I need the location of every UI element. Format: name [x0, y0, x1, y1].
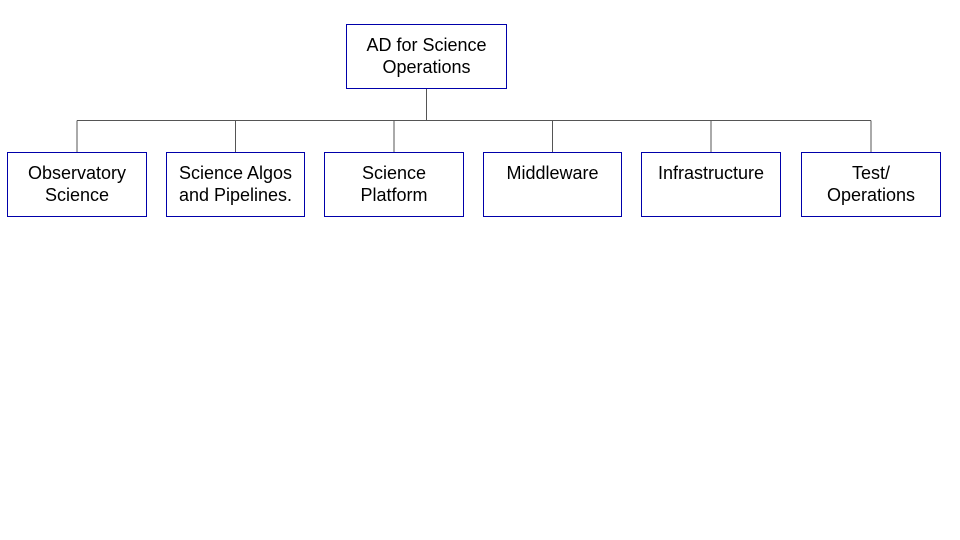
child-node-test-operations: Test/ Operations: [801, 152, 941, 217]
child-node-science-platform: Science Platform: [324, 152, 464, 217]
child-node-observatory-science: Observatory Science: [7, 152, 147, 217]
child-node-science-algos-pipelines: Science Algos and Pipelines.: [166, 152, 305, 217]
child-node-middleware: Middleware: [483, 152, 622, 217]
child-node-infrastructure: Infrastructure: [641, 152, 781, 217]
root-node-ad-science-operations: AD for Science Operations: [346, 24, 507, 89]
